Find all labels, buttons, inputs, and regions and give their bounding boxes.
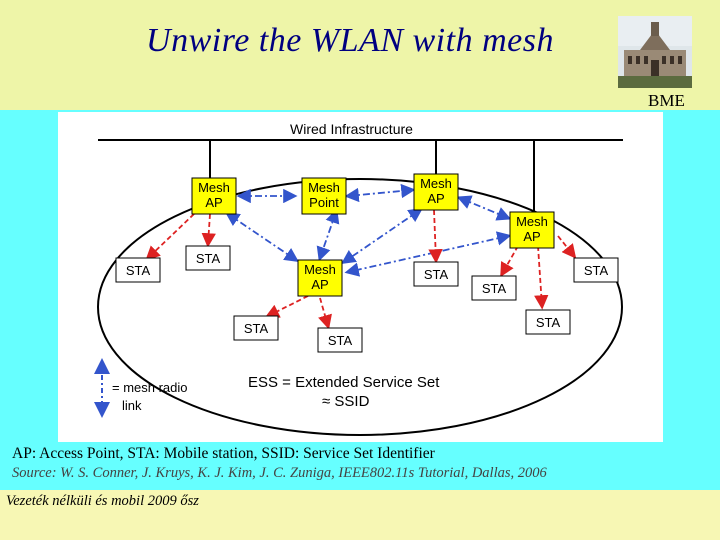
footer-band xyxy=(0,490,720,540)
svg-text:AP: AP xyxy=(523,229,540,244)
header-band xyxy=(0,0,720,110)
svg-text:= mesh radio: = mesh radio xyxy=(112,380,188,395)
svg-text:Mesh: Mesh xyxy=(420,176,452,191)
svg-text:STA: STA xyxy=(328,333,353,348)
svg-text:AP: AP xyxy=(205,195,222,210)
ess-label: ESS = Extended Service Set xyxy=(248,374,440,391)
svg-text:link: link xyxy=(122,398,142,413)
sta-node: STA xyxy=(413,261,459,287)
bme-badge: BME xyxy=(648,91,685,110)
svg-text:STA: STA xyxy=(126,263,151,278)
mesh-ap-node: Mesh AP xyxy=(191,177,237,215)
wired-label: Wired Infrastructure xyxy=(290,121,413,137)
svg-text:Mesh: Mesh xyxy=(198,180,230,195)
svg-text:Point: Point xyxy=(309,195,339,210)
svg-text:Mesh: Mesh xyxy=(516,214,548,229)
mesh-point-node: Mesh Point xyxy=(301,177,347,215)
slide-title: Unwire the WLAN with mesh xyxy=(146,22,554,59)
svg-text:AP: AP xyxy=(311,277,328,292)
svg-text:STA: STA xyxy=(244,321,269,336)
svg-text:STA: STA xyxy=(536,315,561,330)
svg-text:Mesh: Mesh xyxy=(304,262,336,277)
svg-text:STA: STA xyxy=(196,251,221,266)
sta-node: STA xyxy=(115,257,161,283)
svg-text:AP: AP xyxy=(427,191,444,206)
sta-node: STA xyxy=(185,245,231,271)
definitions-note: AP: Access Point, STA: Mobile station, S… xyxy=(12,445,435,462)
sta-node: STA xyxy=(525,309,571,335)
building-logo xyxy=(618,16,692,88)
svg-text:STA: STA xyxy=(482,281,507,296)
mesh-ap-node: Mesh AP xyxy=(413,173,459,211)
svg-text:Mesh: Mesh xyxy=(308,180,340,195)
mesh-ap-node: Mesh AP xyxy=(297,259,343,297)
ssid-label: ≈ SSID xyxy=(322,393,370,410)
footer-text: Vezeték nélküli és mobil 2009 ősz xyxy=(6,493,199,509)
legend: = mesh radio link xyxy=(94,358,188,418)
sta-node: STA xyxy=(233,315,279,341)
sta-node: STA xyxy=(471,275,517,301)
mesh-ap-node: Mesh AP xyxy=(509,211,555,249)
svg-text:STA: STA xyxy=(424,267,449,282)
ess-ellipse xyxy=(97,178,623,436)
mesh-diagram: Wired Infrastructure Mesh xyxy=(58,112,663,442)
sta-node: STA xyxy=(573,257,619,283)
sta-node: STA xyxy=(317,327,363,353)
svg-text:STA: STA xyxy=(584,263,609,278)
source-citation: Source: W. S. Conner, J. Kruys, K. J. Ki… xyxy=(12,465,547,481)
